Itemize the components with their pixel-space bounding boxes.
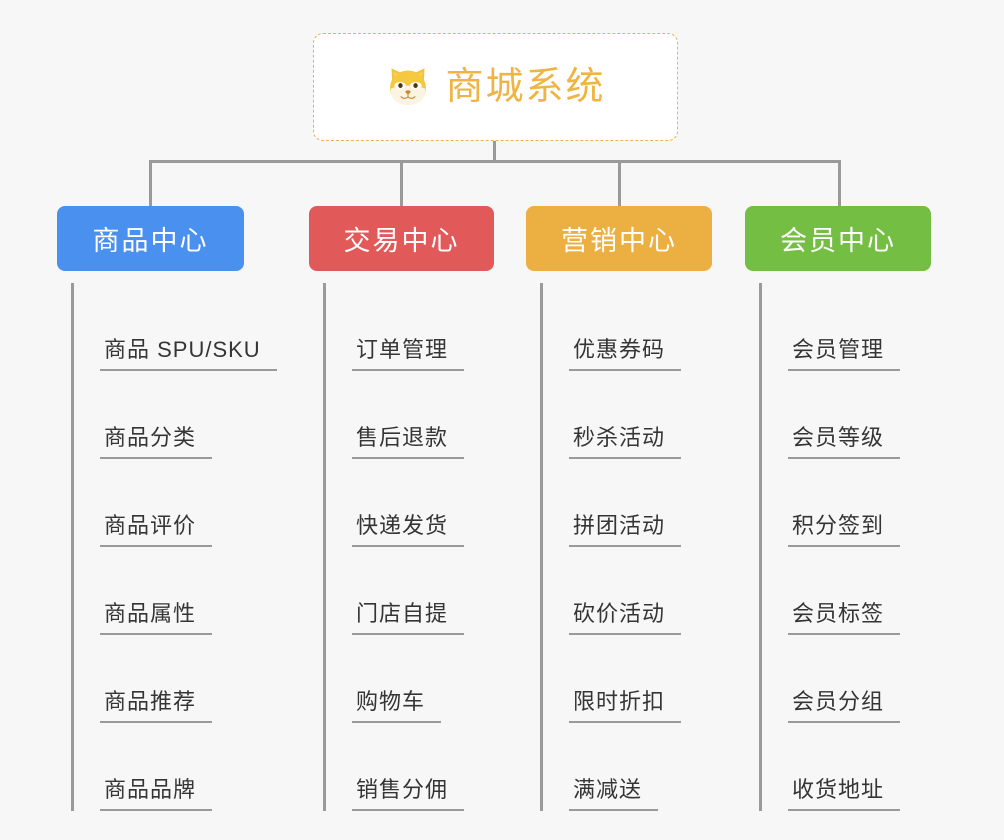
root-node[interactable]: 商城系统 bbox=[313, 33, 678, 141]
leaf-item[interactable]: 商品 SPU/SKU bbox=[74, 283, 277, 371]
leaf-item-label: 商品分类 bbox=[100, 425, 213, 459]
connector-drop-2 bbox=[400, 160, 403, 206]
category-header[interactable]: 商品中心 bbox=[57, 206, 244, 271]
leaf-item[interactable]: 快递发货 bbox=[326, 459, 494, 547]
category-column: 商品中心商品 SPU/SKU 商品分类商品评价商品属性商品推荐商品品牌 bbox=[57, 206, 277, 811]
leaf-item-label: 销售分佣 bbox=[352, 777, 465, 811]
leaf-item[interactable]: 拼团活动 bbox=[543, 459, 712, 547]
category-column: 交易中心订单管理售后退款快递发货门店自提购物车销售分佣 bbox=[309, 206, 494, 811]
leaf-item-label: 商品品牌 bbox=[100, 777, 213, 811]
leaf-item-label: 商品 SPU/SKU bbox=[100, 337, 277, 371]
category-header[interactable]: 会员中心 bbox=[745, 206, 931, 271]
leaf-item-label: 拼团活动 bbox=[569, 513, 682, 547]
leaf-item-label: 限时折扣 bbox=[569, 689, 682, 723]
leaf-item[interactable]: 商品属性 bbox=[74, 547, 244, 635]
connector-drop-1 bbox=[149, 160, 152, 206]
category-column: 会员中心会员管理会员等级积分签到会员标签会员分组收货地址 bbox=[745, 206, 931, 811]
leaf-item-label: 会员管理 bbox=[788, 337, 901, 371]
leaf-item-label: 秒杀活动 bbox=[569, 425, 682, 459]
leaf-item[interactable]: 商品分类 bbox=[74, 371, 244, 459]
root-title: 商城系统 bbox=[445, 66, 606, 108]
connector-drop-4 bbox=[838, 160, 841, 206]
leaf-item[interactable]: 销售分佣 bbox=[326, 723, 494, 811]
leaf-item-label: 商品推荐 bbox=[100, 689, 213, 723]
leaf-list: 优惠券码秒杀活动拼团活动砍价活动限时折扣满减送 bbox=[540, 283, 712, 811]
category-header[interactable]: 交易中心 bbox=[309, 206, 494, 271]
leaf-item[interactable]: 会员分组 bbox=[762, 635, 931, 723]
leaf-item-label: 会员标签 bbox=[788, 601, 901, 635]
leaf-item[interactable]: 积分签到 bbox=[762, 459, 931, 547]
category-column: 营销中心优惠券码秒杀活动拼团活动砍价活动限时折扣满减送 bbox=[526, 206, 712, 811]
leaf-item[interactable]: 会员管理 bbox=[762, 283, 931, 371]
leaf-item-label: 售后退款 bbox=[352, 425, 465, 459]
leaf-item[interactable]: 订单管理 bbox=[326, 283, 494, 371]
leaf-item[interactable]: 砍价活动 bbox=[543, 547, 712, 635]
connector-drop-3 bbox=[618, 160, 621, 206]
leaf-item-label: 快递发货 bbox=[352, 513, 465, 547]
shiba-dog-icon bbox=[385, 64, 431, 110]
leaf-item-label: 会员分组 bbox=[788, 689, 901, 723]
leaf-item[interactable]: 售后退款 bbox=[326, 371, 494, 459]
leaf-item[interactable]: 会员标签 bbox=[762, 547, 931, 635]
leaf-item[interactable]: 优惠券码 bbox=[543, 283, 712, 371]
leaf-item[interactable]: 满减送 bbox=[543, 723, 712, 811]
leaf-item-label: 砍价活动 bbox=[569, 601, 682, 635]
leaf-item-label: 会员等级 bbox=[788, 425, 901, 459]
category-label: 营销中心 bbox=[561, 226, 677, 256]
category-label: 交易中心 bbox=[343, 226, 460, 256]
leaf-item[interactable]: 收货地址 bbox=[762, 723, 931, 811]
leaf-item[interactable]: 商品推荐 bbox=[74, 635, 244, 723]
leaf-item[interactable]: 秒杀活动 bbox=[543, 371, 712, 459]
leaf-item-label: 收货地址 bbox=[788, 777, 901, 811]
leaf-item-label: 门店自提 bbox=[352, 601, 465, 635]
category-label: 商品中心 bbox=[92, 226, 209, 256]
leaf-item-label: 购物车 bbox=[352, 689, 442, 723]
connector-root-stem bbox=[493, 141, 496, 163]
leaf-item-label: 订单管理 bbox=[352, 337, 465, 371]
leaf-item-label: 商品属性 bbox=[100, 601, 213, 635]
leaf-item[interactable]: 购物车 bbox=[326, 635, 494, 723]
leaf-item[interactable]: 商品评价 bbox=[74, 459, 244, 547]
category-header[interactable]: 营销中心 bbox=[526, 206, 712, 271]
category-label: 会员中心 bbox=[780, 226, 896, 256]
leaf-list: 会员管理会员等级积分签到会员标签会员分组收货地址 bbox=[759, 283, 931, 811]
leaf-item[interactable]: 会员等级 bbox=[762, 371, 931, 459]
leaf-list: 商品 SPU/SKU 商品分类商品评价商品属性商品推荐商品品牌 bbox=[71, 283, 277, 811]
leaf-list: 订单管理售后退款快递发货门店自提购物车销售分佣 bbox=[323, 283, 494, 811]
leaf-item[interactable]: 门店自提 bbox=[326, 547, 494, 635]
connector-horizontal-bus bbox=[149, 160, 841, 163]
leaf-item[interactable]: 商品品牌 bbox=[74, 723, 244, 811]
leaf-item-label: 优惠券码 bbox=[569, 337, 682, 371]
leaf-item-label: 满减送 bbox=[569, 777, 659, 811]
leaf-item[interactable]: 限时折扣 bbox=[543, 635, 712, 723]
leaf-item-label: 商品评价 bbox=[100, 513, 213, 547]
leaf-item-label: 积分签到 bbox=[788, 513, 901, 547]
